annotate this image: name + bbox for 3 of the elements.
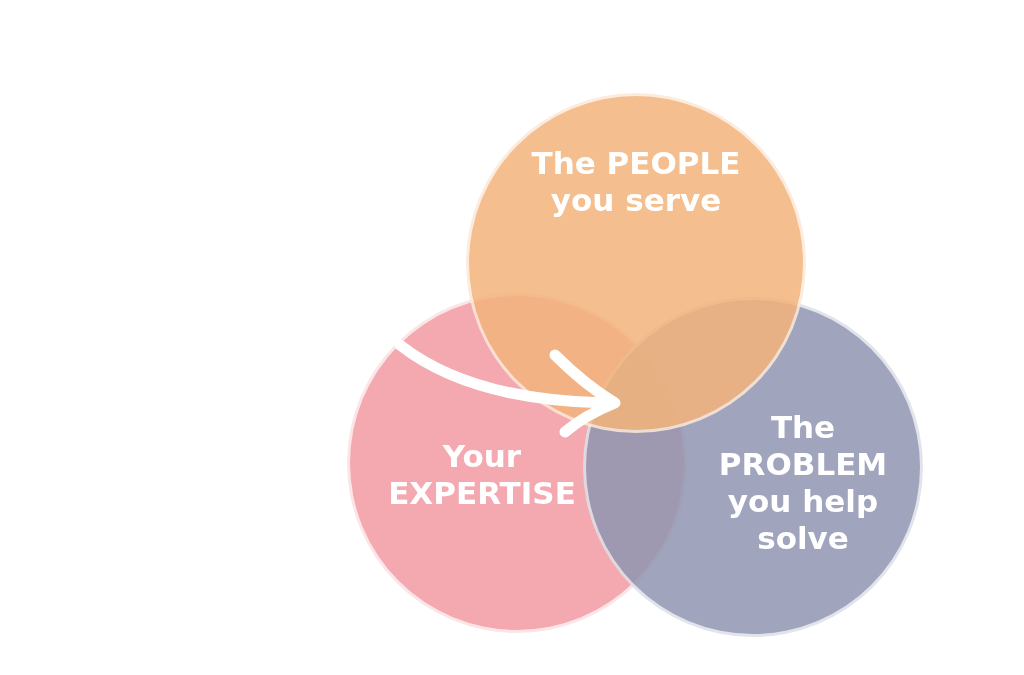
- circle-label: The PROBLEM you help solve: [717, 409, 889, 557]
- circle-label: Your EXPERTISE: [387, 438, 577, 512]
- circle-label: The PEOPLE you serve: [530, 145, 742, 219]
